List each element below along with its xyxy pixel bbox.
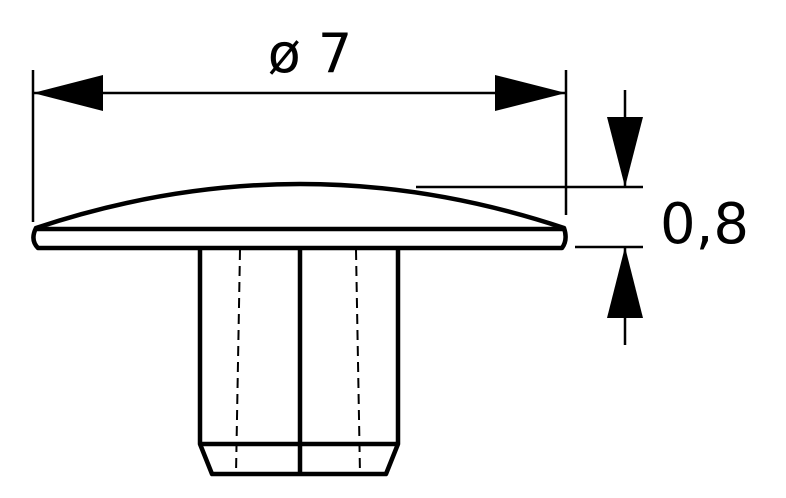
hidden-lines bbox=[235, 249, 361, 475]
arrow-up bbox=[607, 247, 643, 318]
arrow-left bbox=[33, 75, 103, 111]
cap-head-outline bbox=[31, 181, 568, 251]
arrow-right bbox=[495, 75, 566, 111]
arrow-down bbox=[607, 117, 643, 187]
diameter-dimension bbox=[31, 70, 568, 222]
diameter-label: ø 7 bbox=[268, 22, 353, 85]
thickness-dimension bbox=[416, 90, 643, 345]
thickness-label: 0,8 bbox=[660, 192, 749, 257]
cap-shank bbox=[197, 248, 401, 477]
hidden-line-left bbox=[235, 249, 241, 475]
hidden-line-right bbox=[355, 249, 361, 475]
cap-head bbox=[31, 181, 568, 251]
